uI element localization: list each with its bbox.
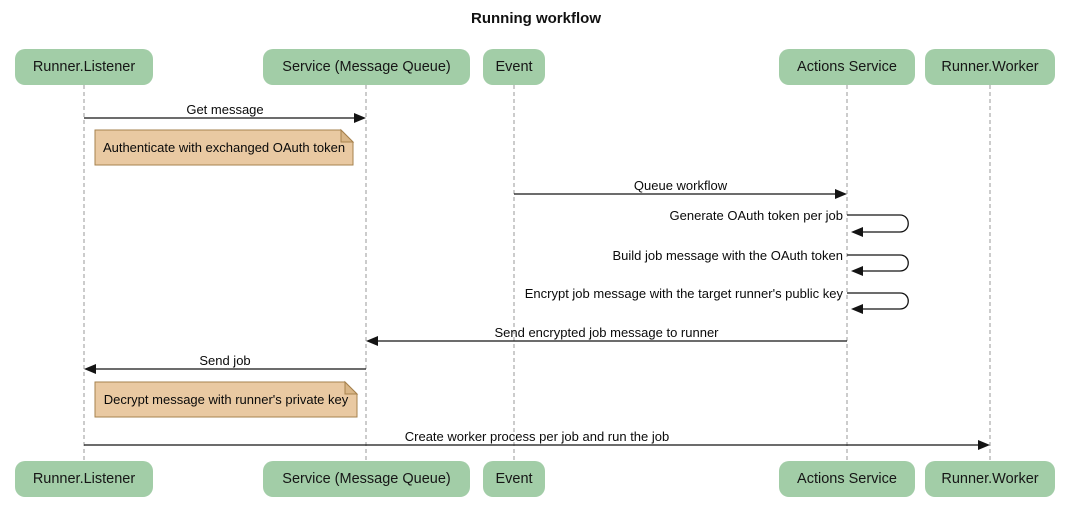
arrowhead-send-job (84, 364, 96, 374)
arrowhead-build-job-message (851, 266, 863, 276)
participant-runner-worker-bottom: Runner.Worker (925, 461, 1055, 497)
selfloop-encrypt-job-message (847, 292, 909, 310)
note-authenticate (94, 129, 354, 166)
note-authenticate-text: Authenticate with exchanged OAuth token (102, 140, 346, 155)
selfloop-build-job-message (847, 254, 909, 272)
message-label-queue-workflow: Queue workflow (633, 178, 728, 193)
message-label-create-worker: Create worker process per job and run th… (404, 429, 670, 444)
message-label-get-message: Get message (186, 102, 264, 117)
arrowhead-send-encrypted-job-message (366, 336, 378, 346)
arrowhead-get-message (354, 113, 366, 123)
participant-service-queue-bottom: Service (Message Queue) (263, 461, 470, 497)
message-label-send-encrypted: Send encrypted job message to runner (494, 325, 719, 340)
participant-event-bottom: Event (483, 461, 545, 497)
participant-runner-worker-top: Runner.Worker (925, 49, 1055, 85)
message-label-send-job: Send job (199, 353, 251, 368)
arrowhead-generate-oauth-token (851, 227, 863, 237)
note-decrypt-fold-icon (344, 380, 359, 395)
message-label-generate-oauth: Generate OAuth token per job (669, 208, 843, 223)
participant-service-queue-top: Service (Message Queue) (263, 49, 470, 85)
participant-event-top: Event (483, 49, 545, 85)
participant-runner-listener-top: Runner.Listener (15, 49, 153, 85)
note-decrypt (94, 381, 358, 418)
selfloop-generate-oauth-token (847, 214, 909, 233)
arrowhead-create-worker-process (978, 440, 990, 450)
arrowhead-encrypt-job-message (851, 304, 863, 314)
arrowhead-queue-workflow (835, 189, 847, 199)
note-decrypt-text: Decrypt message with runner's private ke… (103, 392, 349, 407)
participant-actions-service-bottom: Actions Service (779, 461, 915, 497)
participant-runner-listener-bottom: Runner.Listener (15, 461, 153, 497)
message-label-build-job-message: Build job message with the OAuth token (612, 248, 843, 263)
participant-actions-service-top: Actions Service (779, 49, 915, 85)
diagram-title: Running workflow (471, 10, 601, 27)
note-authenticate-fold-icon (340, 128, 355, 143)
message-label-encrypt-job-message: Encrypt job message with the target runn… (524, 286, 843, 301)
